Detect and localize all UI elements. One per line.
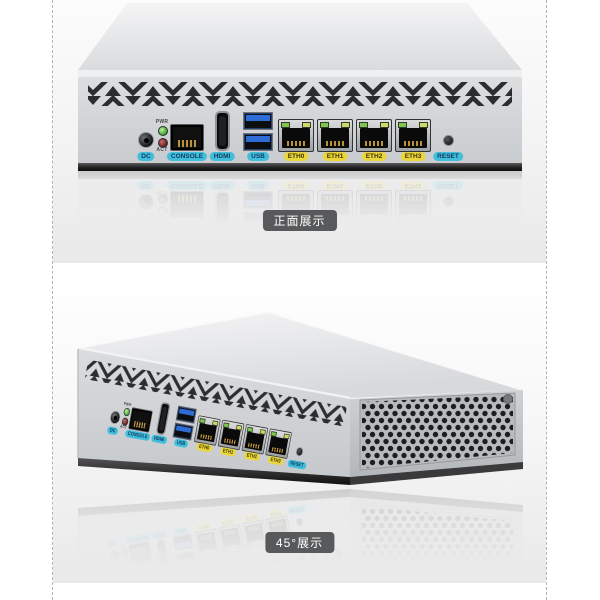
port-label-hdmi-reflection: HDMI [209,181,235,190]
port-label-usb: USB [173,438,189,449]
port-usb [243,112,273,151]
port-label-reset: RESET [287,459,307,470]
port-eth3 [265,428,293,459]
port-label-eth1: ETH1 [322,152,348,161]
port-label-dc-reflection: DC [137,181,155,190]
port-label-reset-reflection: RESET [433,181,463,190]
port-hdmi-reflection [215,191,230,231]
port-eth0 [193,415,221,446]
port-label-eth0: ETH0 [195,442,213,453]
bottom-edge-side [350,462,523,485]
top-face [78,312,523,398]
pwr-led-label-reflection: PWR [155,217,169,223]
port-label-usb: USB [247,152,269,161]
port-label-usb-reflection: USB [247,181,269,190]
port-eth0 [278,119,314,152]
port-label-console: CONSOLE [166,152,208,161]
angle-view-badge: 45°展示 [264,532,335,553]
port-label-hdmi: HDMI [150,434,168,445]
port-label-reset: RESET [433,152,463,161]
port-eth3-reflection [395,190,431,223]
port-label-eth1-reflection: ETH1 [322,181,348,190]
port-label-eth0: ETH0 [283,152,309,161]
port-label-dc: DC [106,426,119,436]
port-eth2 [241,423,269,455]
pwr-led-reflection [158,206,168,216]
port-label-eth2-reflection: ETH2 [361,181,387,190]
port-dc [109,410,122,425]
port-label-console-reflection: CONSOLE [166,181,208,190]
side-screw [503,394,513,404]
dashed-border-left [52,0,53,600]
top-face [78,3,522,70]
pwr-led-label: PWR [155,119,169,125]
device-angle-chassis [77,310,524,485]
act-led-label-reflection: ACT [156,189,168,195]
hex-vent-holes [362,395,513,468]
pwr-led [158,126,168,136]
port-console [170,124,204,151]
act-led [158,138,168,148]
top-edge-highlight [77,310,524,391]
port-label-eth1: ETH1 [219,446,237,457]
port-hdmi [215,111,230,151]
port-label-eth2: ETH2 [361,152,387,161]
port-dc [138,132,154,148]
front-view-badge: 正面展示 [262,210,337,231]
port-eth1 [217,419,245,451]
bottom-edge [78,163,522,171]
pwr-led-label: PWR [123,401,132,408]
port-label-eth3: ETH3 [267,455,284,466]
port-eth1 [317,119,353,152]
port-console [128,407,153,433]
chevron-vent-pattern [84,359,347,427]
front-edge-highlight [77,346,351,400]
port-label-eth3: ETH3 [400,152,426,161]
port-dc-reflection [138,194,154,210]
act-led-label: ACT [119,424,128,431]
port-eth3 [395,119,431,152]
port-label-eth2: ETH2 [243,451,260,462]
port-label-eth3-reflection: ETH3 [400,181,426,190]
port-eth2-reflection [356,190,392,223]
port-hdmi [155,401,171,436]
port-label-dc: DC [137,152,155,161]
port-reset [443,135,454,146]
act-led-label: ACT [156,147,168,153]
port-label-eth0-reflection: ETH0 [283,181,309,190]
act-led-reflection [158,194,168,204]
bevel-edge [78,70,522,77]
port-reset [295,446,304,457]
port-usb [172,405,197,441]
port-reset-reflection [443,196,454,207]
chevron-vent-pattern [88,82,512,106]
port-console-reflection [170,191,204,218]
dashed-border-right [546,0,547,600]
bottom-edge-front [78,458,350,485]
port-eth2 [356,119,392,152]
port-label-hdmi: HDMI [209,152,235,161]
